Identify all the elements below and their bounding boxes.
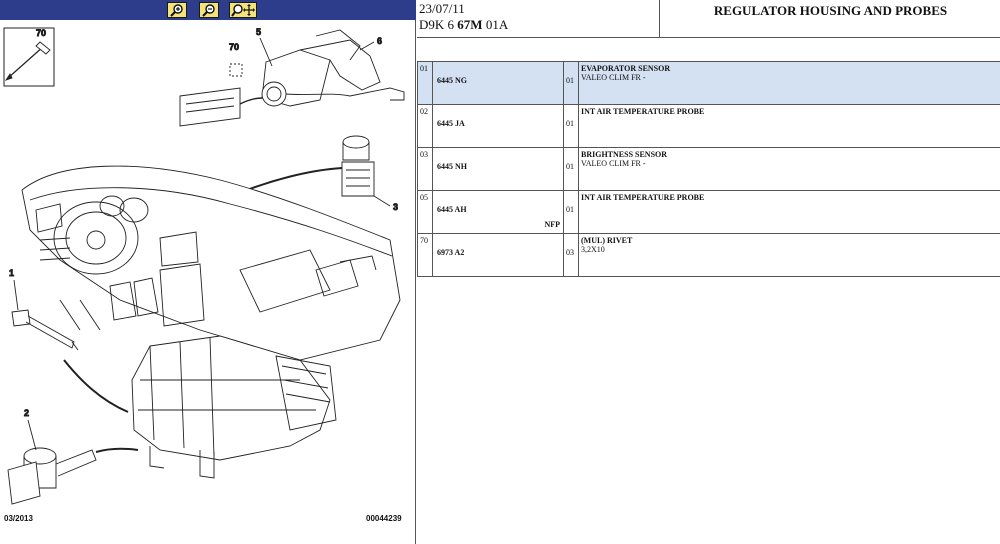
quantity-cell: 01 (563, 61, 579, 105)
interior-air-probe (7, 447, 97, 505)
diagram-pane: 70 70 5 6 3 (0, 0, 416, 544)
part-supplier: VALEO CLIM FR - (581, 73, 646, 82)
part-description: (MUL) RIVET (581, 236, 633, 245)
part-number[interactable]: 6973 A2 (437, 248, 465, 257)
exploded-parts-diagram: 70 70 5 6 3 (3, 27, 405, 505)
catalog-header: 23/07/11 D9K 6 67M 01A REGULATOR HOUSING… (417, 0, 1000, 38)
part-number-cell[interactable]: 6973 A2 (432, 233, 564, 277)
ref-cell: 03 (417, 147, 433, 191)
ref-number: 70 (420, 236, 428, 245)
callout-70-rivet: 70 (36, 28, 46, 38)
zoom-out-button[interactable] (199, 2, 219, 18)
part-number[interactable]: 6445 AH (437, 205, 467, 214)
quantity: 01 (566, 76, 574, 85)
quantity-cell: 01 (563, 190, 579, 234)
callout-5: 5 (256, 27, 261, 37)
quantity: 03 (566, 248, 574, 257)
part-description: BRIGHTNESS SENSOR (581, 150, 668, 159)
diagram-date: 03/2013 (4, 514, 33, 523)
pan-icon (231, 4, 255, 17)
part-description: INT AIR TEMPERATURE PROBE (581, 107, 705, 116)
vehicle-code: D9K 6 67M 01A (419, 17, 508, 33)
ref-cell: 01 (417, 61, 433, 105)
ref-cell: 05 (417, 190, 433, 234)
pan-button[interactable] (229, 2, 257, 18)
diagram-reference: 00044239 (366, 514, 402, 523)
ref-number: 01 (420, 64, 428, 73)
ref-cell: 70 (417, 233, 433, 277)
description-cell: INT AIR TEMPERATURE PROBE (578, 190, 1000, 234)
quantity-cell: 01 (563, 104, 579, 148)
table-row[interactable]: 05 6445 AH NFP 01 INT AIR TEMPERATURE PROBE (417, 190, 1000, 234)
zoom-in-icon (170, 4, 183, 17)
zoom-out-icon (202, 4, 215, 17)
part-supplier: 3,2X10 (581, 245, 605, 254)
catalog-date: 23/07/11 (419, 1, 465, 16)
header-info: 23/07/11 D9K 6 67M 01A (417, 0, 660, 38)
ref-number: 05 (420, 193, 428, 202)
part-description: EVAPORATOR SENSOR (581, 64, 671, 73)
zoom-toolbar (0, 0, 416, 20)
quantity-cell: 03 (563, 233, 579, 277)
part-supplier: VALEO CLIM FR - (581, 159, 646, 168)
table-row[interactable]: 02 6445 JA 01 INT AIR TEMPERATURE PROBE (417, 104, 1000, 148)
vehicle-code-prefix: D9K 6 (419, 17, 458, 32)
ref-number: 02 (420, 107, 428, 116)
part-note: NFP (544, 220, 560, 229)
part-number[interactable]: 6445 NG (437, 76, 467, 85)
callout-2: 2 (24, 408, 29, 418)
quantity: 01 (566, 119, 574, 128)
quantity: 01 (566, 162, 574, 171)
part-number[interactable]: 6445 NH (437, 162, 467, 171)
ref-number: 03 (420, 150, 428, 159)
part-number-cell[interactable]: 6445 NH (432, 147, 564, 191)
zoom-in-button[interactable] (167, 2, 187, 18)
callout-70-small: 70 (229, 42, 239, 52)
callout-6: 6 (377, 36, 382, 46)
part-number-cell[interactable]: 6445 NG (432, 61, 564, 105)
callout-3: 3 (393, 202, 398, 212)
page-title: REGULATOR HOUSING AND PROBES (713, 3, 948, 18)
vehicle-code-suffix: 01A (482, 17, 509, 32)
vehicle-code-bold: 67M (457, 17, 483, 32)
parts-pane: 23/07/11 D9K 6 67M 01A REGULATOR HOUSING… (417, 0, 1000, 544)
dashboard-drawing (21, 165, 401, 361)
brightness-sensor (341, 135, 375, 197)
description-cell: INT AIR TEMPERATURE PROBE (578, 104, 1000, 148)
quantity: 01 (566, 205, 574, 214)
ref-cell: 02 (417, 104, 433, 148)
evaporator-sensor (11, 309, 79, 351)
part-number-cell[interactable]: 6445 AH NFP (432, 190, 564, 234)
part-description: INT AIR TEMPERATURE PROBE (581, 193, 705, 202)
quantity-cell: 01 (563, 147, 579, 191)
part-number[interactable]: 6445 JA (437, 119, 465, 128)
sensor-bracket-assembly (179, 29, 405, 127)
rivet-inset (3, 27, 55, 87)
callout-1: 1 (9, 268, 14, 278)
part-number-cell[interactable]: 6445 JA (432, 104, 564, 148)
heater-housing (131, 335, 337, 479)
